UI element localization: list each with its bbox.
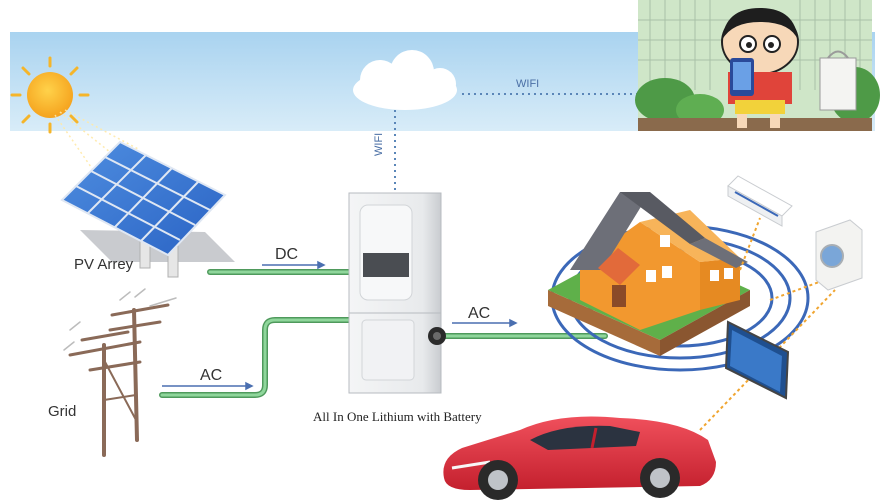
wifi-top-label: WIFI xyxy=(516,78,540,90)
flow-arrows xyxy=(162,260,518,391)
solar-panel-icon xyxy=(60,140,235,278)
ac-load-label: AC xyxy=(468,305,491,322)
dc-label: DC xyxy=(275,246,299,263)
cables xyxy=(159,269,608,398)
house-icon xyxy=(548,192,750,356)
car-icon xyxy=(443,416,716,500)
tv-icon xyxy=(724,320,790,400)
air-conditioner-icon xyxy=(727,175,793,227)
wifi-vertical-label: WIFI xyxy=(373,132,385,156)
utility-pole-icon xyxy=(63,288,177,457)
ac-grid-label: AC xyxy=(200,367,223,384)
pv-array-label: PV Arrey xyxy=(74,256,134,273)
washing-machine-icon xyxy=(815,219,863,291)
grid-label: Grid xyxy=(48,403,77,420)
all-in-one-inverter-icon xyxy=(348,192,446,394)
cloud-icon xyxy=(353,50,457,110)
cartoon-phone-user-icon xyxy=(635,0,880,131)
caption-label: All In One Lithium with Battery xyxy=(313,409,482,424)
